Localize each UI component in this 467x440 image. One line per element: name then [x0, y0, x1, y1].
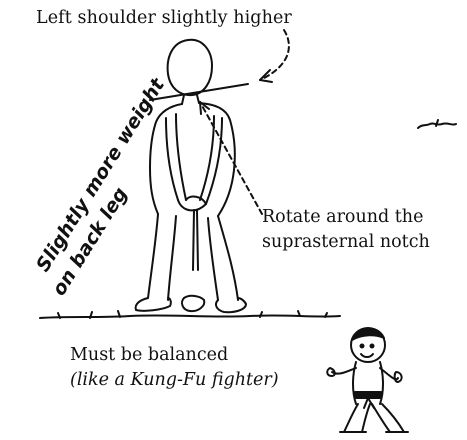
shoulder-annotation: Left shoulder slightly higher — [36, 8, 292, 28]
balance-line-1: Must be balanced — [70, 345, 229, 365]
golfer-figure-icon — [39, 38, 341, 319]
rotate-annotation: Rotate around the suprasternal notch — [262, 205, 430, 255]
rotate-line-2: suprasternal notch — [262, 232, 430, 252]
kung-fu-fighter-icon — [326, 327, 409, 433]
weight-annotation: Slightly more weight on back leg — [10, 52, 200, 300]
notch-arrow — [199, 101, 263, 215]
shoulder-line — [149, 83, 249, 101]
balance-line-2: (like a Kung-Fu fighter) — [70, 370, 279, 390]
balance-annotation: Must be balanced (like a Kung-Fu fighter… — [70, 343, 279, 393]
rotate-line-1: Rotate around the — [262, 207, 424, 227]
shoulder-arrowhead — [259, 69, 273, 83]
shoulder-arrow — [259, 29, 290, 81]
bird-icon — [417, 122, 457, 129]
notch-arrowhead — [199, 101, 210, 115]
